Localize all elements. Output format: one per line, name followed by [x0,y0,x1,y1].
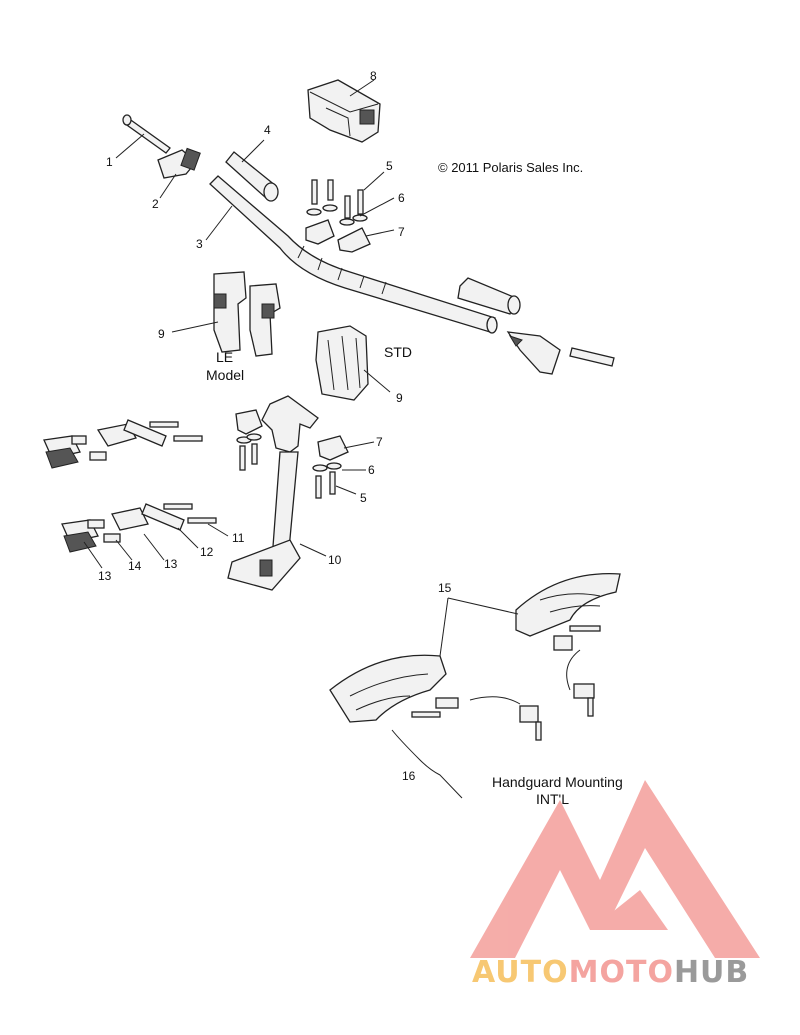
part-15-handguards [329,572,621,723]
caption-handguard-mounting: Handguard Mounting [492,774,623,790]
callout-13-right: 13 [164,557,178,571]
right-throttle-housing [506,331,561,375]
callout-3: 3 [196,237,203,251]
watermark-text-hub: HUB [674,955,749,990]
callout-9-le: 9 [158,327,165,341]
right-bolt [569,347,615,367]
callout-7-upper: 7 [398,225,405,239]
upper-clamp-hardware [305,179,371,253]
caption-le: LE [216,349,233,365]
callout-5-lower: 5 [360,491,367,505]
upper-left-mount-assembly [43,419,203,469]
callout-7-lower: 7 [376,435,383,449]
lower-right-clamp-hardware [312,435,349,499]
part-1-bolt [122,114,171,154]
callout-13-left: 13 [98,569,112,583]
leader-lines [83,79,519,799]
copyright-text: © 2011 Polaris Sales Inc. [438,160,583,175]
part-10-steering-post [227,395,319,591]
callout-15: 15 [438,581,452,595]
part-8-bar-pad [307,79,381,143]
callout-8: 8 [370,69,377,83]
callout-12: 12 [200,545,214,559]
caption-model: Model [206,367,244,383]
callout-14: 14 [128,559,142,573]
watermark-text-auto: AUTO [472,955,569,990]
callout-5-upper: 5 [386,159,393,173]
lower-left-mount-assembly [61,503,217,553]
lower-left-clamp-hardware [235,409,263,471]
watermark-logo-icon [470,780,760,958]
callout-9-std: 9 [396,391,403,405]
svg-text:AUTOMOTOHUB: AUTOMOTOHUB [472,955,749,990]
part-2-end-cap [157,147,201,179]
right-grip [457,277,521,315]
callout-11: 11 [232,531,245,545]
part-4-grip [225,151,279,202]
callout-6-upper: 6 [398,191,405,205]
callout-10: 10 [328,553,342,567]
callout-1: 1 [106,155,113,169]
callout-6-lower: 6 [368,463,375,477]
caption-std: STD [384,344,412,360]
caption-intl: INT'L [536,791,569,807]
part-3-handlebar [209,175,498,334]
callout-numbers: 1 2 3 4 5 6 7 8 9 9 7 6 5 10 11 12 13 13… [98,69,452,783]
watermark-text-moto: MOTO [569,955,674,990]
callout-4: 4 [264,123,271,137]
callout-2: 2 [152,197,159,211]
part-9-le-risers [213,271,281,357]
part-9-std-riser [315,325,369,401]
part-16-mounting-hardware [411,625,601,741]
callout-16: 16 [402,769,416,783]
